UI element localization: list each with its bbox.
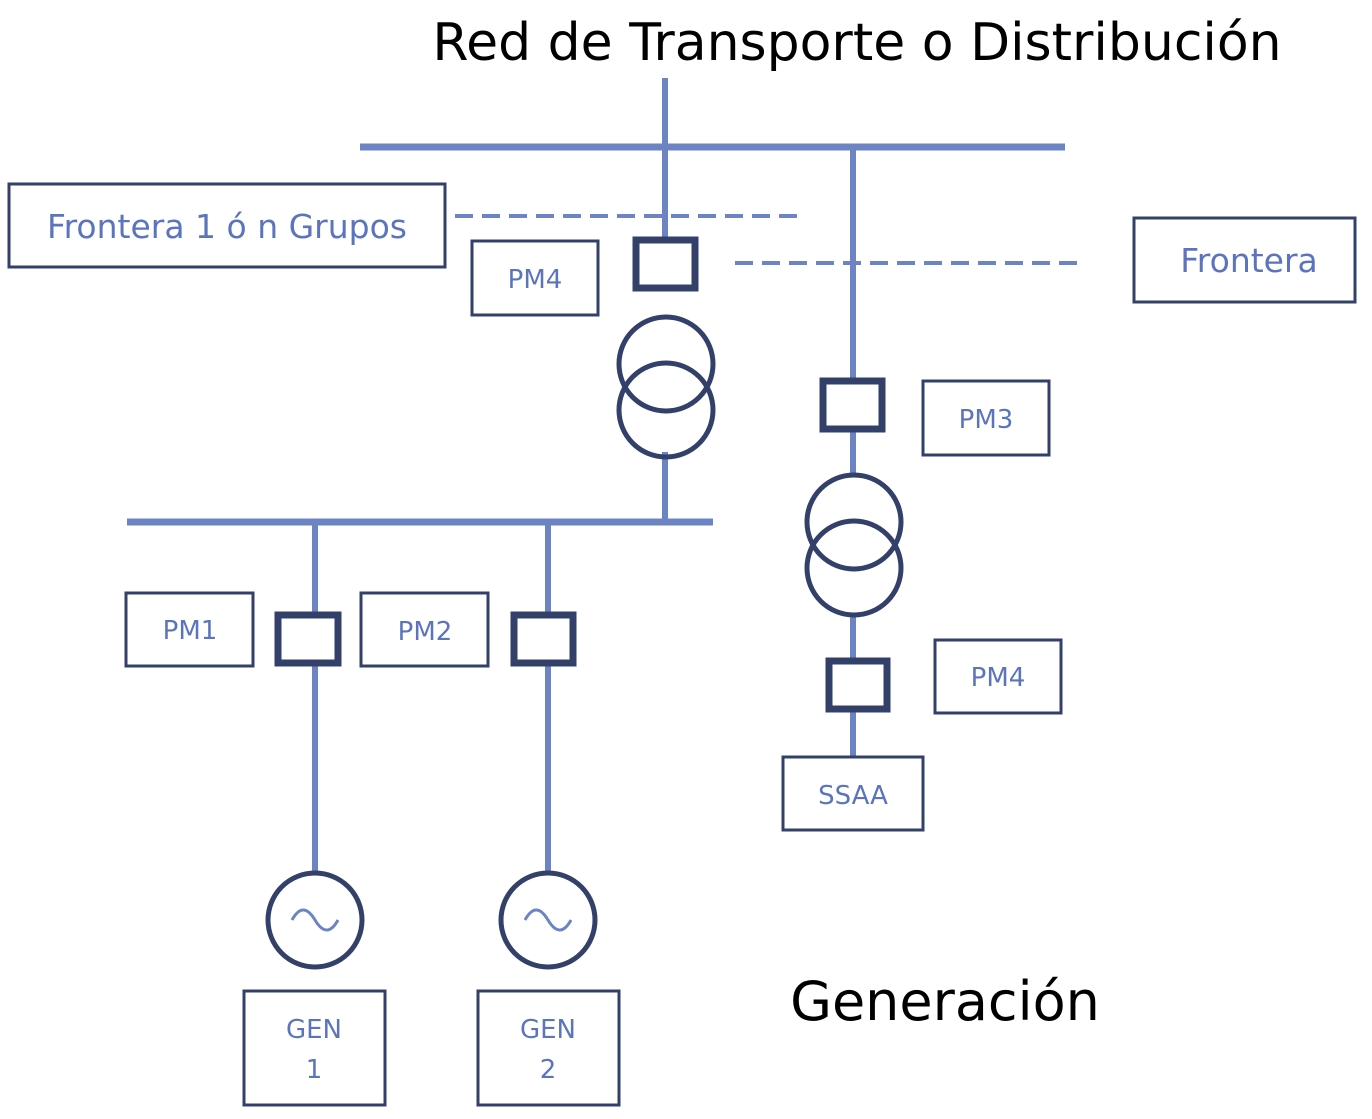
generator-1-icon xyxy=(265,870,365,970)
frontier-label: Frontera xyxy=(1180,241,1318,280)
breaker-gen2-icon xyxy=(510,611,577,667)
frontier-groups-label: Frontera 1 ó n Grupos xyxy=(47,207,407,246)
frontier-box xyxy=(1132,216,1357,304)
frontier-lines xyxy=(455,214,1085,265)
pm1-label: PM1 xyxy=(163,616,218,646)
gen2-label-line1: GEN xyxy=(520,1015,576,1045)
ssaa-label: SSAA xyxy=(818,781,888,811)
pm2-box xyxy=(359,591,490,668)
breakers xyxy=(274,236,891,713)
gen1-label-line2: 1 xyxy=(306,1055,323,1085)
pm4-bottom-box xyxy=(933,638,1063,715)
diagram-title: Red de Transporte o Distribución xyxy=(432,13,1281,73)
breaker-aux-top-icon xyxy=(819,377,886,433)
gen1-box xyxy=(242,989,387,1107)
pm2-label: PM2 xyxy=(398,617,453,647)
gen2-box xyxy=(476,989,621,1107)
transformer-aux-icon xyxy=(804,472,904,618)
pm4-top-box xyxy=(470,239,600,317)
generation-label: Generación xyxy=(790,970,1100,1033)
breaker-main-icon xyxy=(632,236,699,292)
pm4-bottom-label: PM4 xyxy=(971,663,1026,693)
ssaa-box xyxy=(781,755,925,832)
pm3-label: PM3 xyxy=(959,405,1014,435)
pm1-box xyxy=(124,591,255,668)
pm3-box xyxy=(921,379,1051,457)
generator-2-icon xyxy=(498,870,598,970)
gen2-label-line2: 2 xyxy=(540,1055,557,1085)
breaker-gen1-icon xyxy=(274,611,342,667)
frontier-groups-box xyxy=(7,182,447,269)
breaker-aux-bottom-icon xyxy=(825,657,891,713)
gen1-label-line1: GEN xyxy=(286,1015,342,1045)
transformer-main-icon xyxy=(616,314,716,460)
pm4-top-label: PM4 xyxy=(508,265,563,295)
